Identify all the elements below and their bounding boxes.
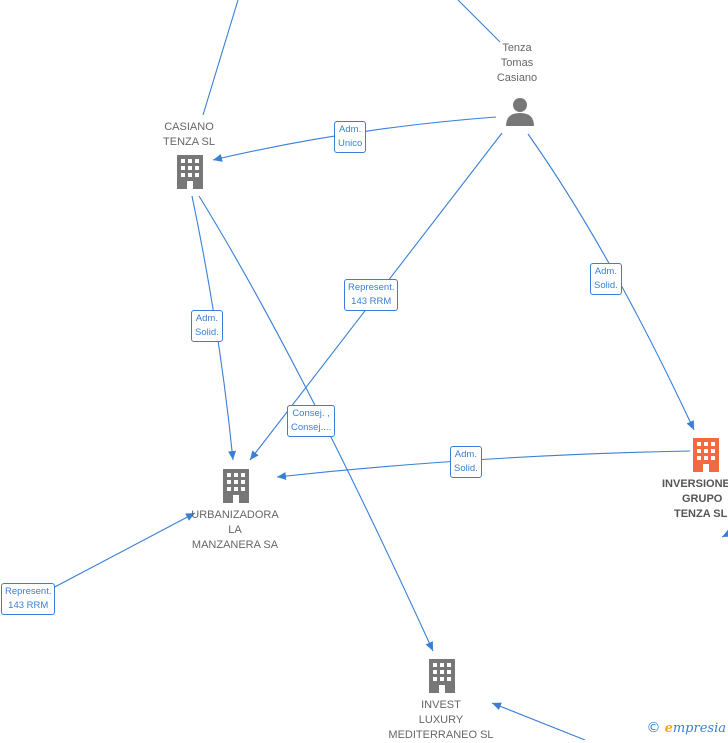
- edge-label-represent-bottom[interactable]: Represent. 143 RRM: [1, 583, 56, 615]
- building-icon[interactable]: [220, 469, 252, 503]
- edge-offscreen-to-inversiones: [721, 529, 728, 538]
- brand-name: mpresia: [672, 721, 726, 736]
- edge-label-adm-unico[interactable]: Adm. Unico: [334, 121, 367, 153]
- edge-label-adm-solid-left[interactable]: Adm. Solid.: [191, 310, 223, 342]
- node-label-inversiones-grupo-tenza[interactable]: INVERSIONES GRUPO TENZA SL: [662, 478, 728, 520]
- edge-inversiones-to-urbanizadora: [276, 450, 691, 481]
- edge-offscreen-to-tenza: [457, 0, 501, 43]
- edge-offscreen-to-casiano: [202, 0, 239, 116]
- brand-initial: e: [664, 721, 673, 736]
- building-icon[interactable]: [174, 155, 206, 189]
- building-icon[interactable]: [426, 659, 458, 693]
- edge-label-adm-solid-mid[interactable]: Adm. Solid.: [450, 446, 482, 478]
- copyright-symbol: ©: [646, 720, 661, 736]
- node-label-tenza-tomas-casiano[interactable]: Tenza Tomas Casiano: [496, 42, 538, 84]
- edge-label-consej[interactable]: Consej. , Consej....: [287, 405, 336, 437]
- node-label-invest-luxury-mediterraneo[interactable]: INVEST LUXURY MEDITERRANEO SL: [388, 699, 494, 741]
- empresia-logo: © empresia: [646, 720, 726, 736]
- edge-offscreen-to-urbanizadora: [29, 512, 196, 601]
- node-label-casiano-tenza-sl[interactable]: CASIANO TENZA SL: [163, 121, 215, 148]
- node-label-urbanizadora-la-manzanera[interactable]: URBANIZADORA LA MANZANERA SA: [191, 509, 279, 551]
- edge-label-adm-solid-right[interactable]: Adm. Solid.: [590, 263, 622, 295]
- edge-label-represent-top[interactable]: Represent. 143 RRM: [344, 279, 399, 311]
- building-icon-highlighted[interactable]: [690, 438, 722, 472]
- edge-offscreen-to-invest: [491, 702, 586, 740]
- person-icon[interactable]: [505, 96, 535, 126]
- edge-casiano-to-invest: [198, 195, 434, 652]
